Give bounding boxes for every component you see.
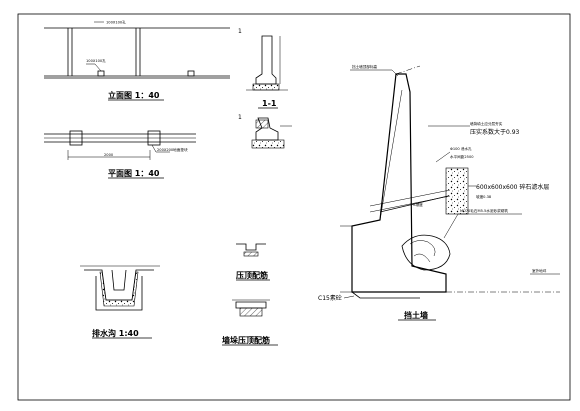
rw-filter-note-2: 坡度0.38 xyxy=(476,194,492,199)
section-mark-top: 1 xyxy=(238,28,242,35)
rw-top-note: 挡土墙顶部标高 xyxy=(352,64,378,69)
rw-mortar-note: MU70毛石M5.5水泥砂浆砌筑 xyxy=(460,208,508,213)
rw-pipe-note-2: 水平间距2500 xyxy=(450,154,474,159)
coping-title: 压顶配筋 xyxy=(236,270,268,280)
section-1-1: 1 1 1-1 xyxy=(238,28,292,149)
elevation-view: 100X100孔 100X100孔 立面图 1：40 xyxy=(44,20,230,101)
rw-ground-note: 室外地坪 xyxy=(532,268,547,273)
drain-title: 排水沟 1:40 xyxy=(92,328,139,338)
elevation-title: 立面图 1：40 xyxy=(108,90,160,100)
elevation-note: 100X100孔 xyxy=(86,58,106,63)
rw-filter-note-1: 600x600x600 碎石滤水层 xyxy=(476,183,549,191)
plan-note: 200X200地面垫块 xyxy=(157,147,188,152)
sheet-frame xyxy=(17,13,571,401)
rw-slope-note: 1%坡度 xyxy=(410,202,423,207)
coping-detail: 压顶配筋 xyxy=(236,243,270,281)
plan-view: 2000 200X200地面垫块 平面图 1：40 xyxy=(44,130,196,179)
section-mark-bottom: 1 xyxy=(238,114,242,121)
section-title: 1-1 xyxy=(262,99,277,108)
plan-title: 平面图 1：40 xyxy=(108,169,160,178)
wall-coping-title: 墙垛压顶配筋 xyxy=(222,335,270,345)
rw-pipe-note-1: Φ100 泄水孔 xyxy=(450,146,472,151)
retaining-wall: 挡土墙顶部标高 墙背填土应分层夯实 压实系数大于0.93 Φ100 泄水孔 水平… xyxy=(318,64,560,321)
elevation-top-note: 100X100孔 xyxy=(106,20,126,25)
retaining-wall-title: 挡土墙 xyxy=(404,310,428,320)
rw-fill-note-2: 压实系数大于0.93 xyxy=(470,128,520,136)
rw-fill-note-1: 墙背填土应分层夯实 xyxy=(470,121,503,126)
rw-c15-note: C15素砼 xyxy=(318,294,342,302)
drain-section: 排水沟 1:40 xyxy=(80,265,160,339)
plan-dimension: 2000 xyxy=(104,153,114,157)
wall-coping-detail: 墙垛压顶配筋 xyxy=(222,299,278,346)
